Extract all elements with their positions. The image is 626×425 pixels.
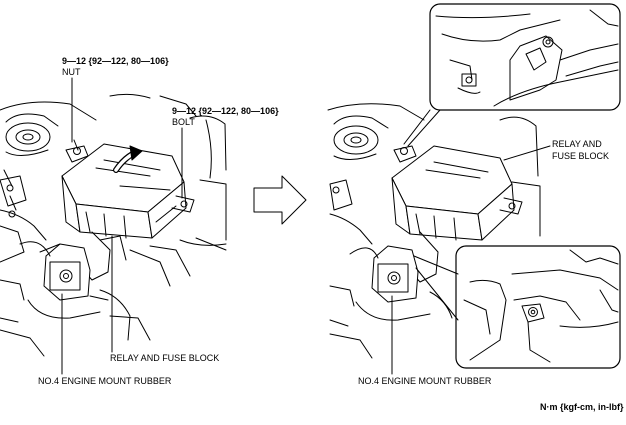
bottom-inset-connector	[413, 255, 459, 321]
right-engine-bay	[327, 103, 541, 359]
relay-fuse-block-label-left: RELAY AND FUSE BLOCK	[110, 353, 220, 363]
bottom-detail-inset	[455, 245, 621, 369]
relay-leader-line-right	[503, 145, 551, 161]
bolt-label: BOLT	[172, 117, 195, 127]
top-inset-connector	[403, 109, 441, 147]
transition-arrow-icon	[253, 175, 307, 225]
engine-mount-label-right: NO.4 ENGINE MOUNT RUBBER	[358, 376, 492, 386]
left-engine-bay	[0, 93, 227, 357]
relay-fuse-block-label-right-line1: RELAY AND	[552, 139, 602, 149]
bolt-torque-label: 9—12 {92—122, 80—106}	[172, 106, 279, 116]
nut-label: NUT	[62, 67, 81, 77]
nut-torque-label: 9—12 {92—122, 80—106}	[62, 56, 169, 66]
top-detail-inset	[429, 3, 621, 111]
engine-mount-label-left: NO.4 ENGINE MOUNT RUBBER	[38, 376, 172, 386]
relay-fuse-block-label-right-line2: FUSE BLOCK	[552, 151, 610, 161]
unit-legend: N·m {kgf-cm, in-lbf}	[540, 402, 624, 412]
